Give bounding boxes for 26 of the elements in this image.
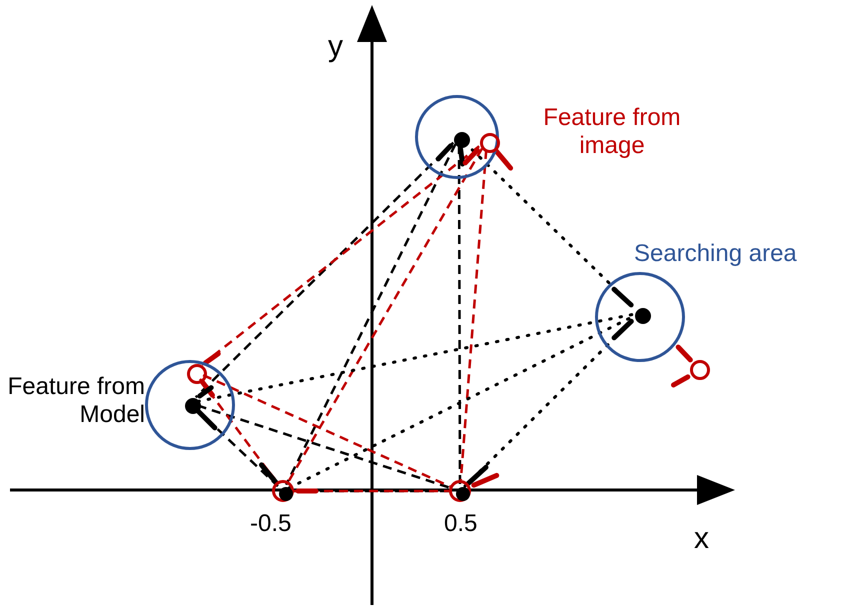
image-feature-ring	[449, 480, 471, 502]
tick-label: 0.5	[444, 510, 478, 538]
search-area-circle	[595, 272, 685, 362]
axis-label: y	[328, 30, 343, 64]
dashed-line	[458, 145, 462, 484]
model-feature-dot	[279, 487, 293, 501]
image-feature-ring	[690, 360, 710, 380]
tick-label: -0.5	[250, 510, 292, 538]
dashed-line	[285, 144, 457, 486]
annotation-text: Feature from Model	[6, 373, 145, 429]
image-feature-ring	[480, 133, 500, 153]
axis-label: x	[694, 522, 709, 556]
dashed-line	[194, 142, 454, 398]
model-feature-dot	[185, 398, 201, 414]
annotation-text: Feature from image	[542, 104, 682, 160]
model-feature-dot	[635, 308, 651, 324]
dashed-line	[460, 150, 488, 480]
dotted-line	[196, 313, 634, 403]
image-feature-ring	[272, 480, 294, 502]
model-feature-dot	[454, 132, 470, 148]
model-feature-dot	[456, 487, 470, 501]
image-feature-ring	[187, 364, 207, 384]
search-area-circle	[145, 360, 235, 450]
annotation-text: Searching area	[634, 240, 797, 268]
search-area-circle	[415, 95, 499, 179]
dashed-line	[287, 148, 484, 482]
